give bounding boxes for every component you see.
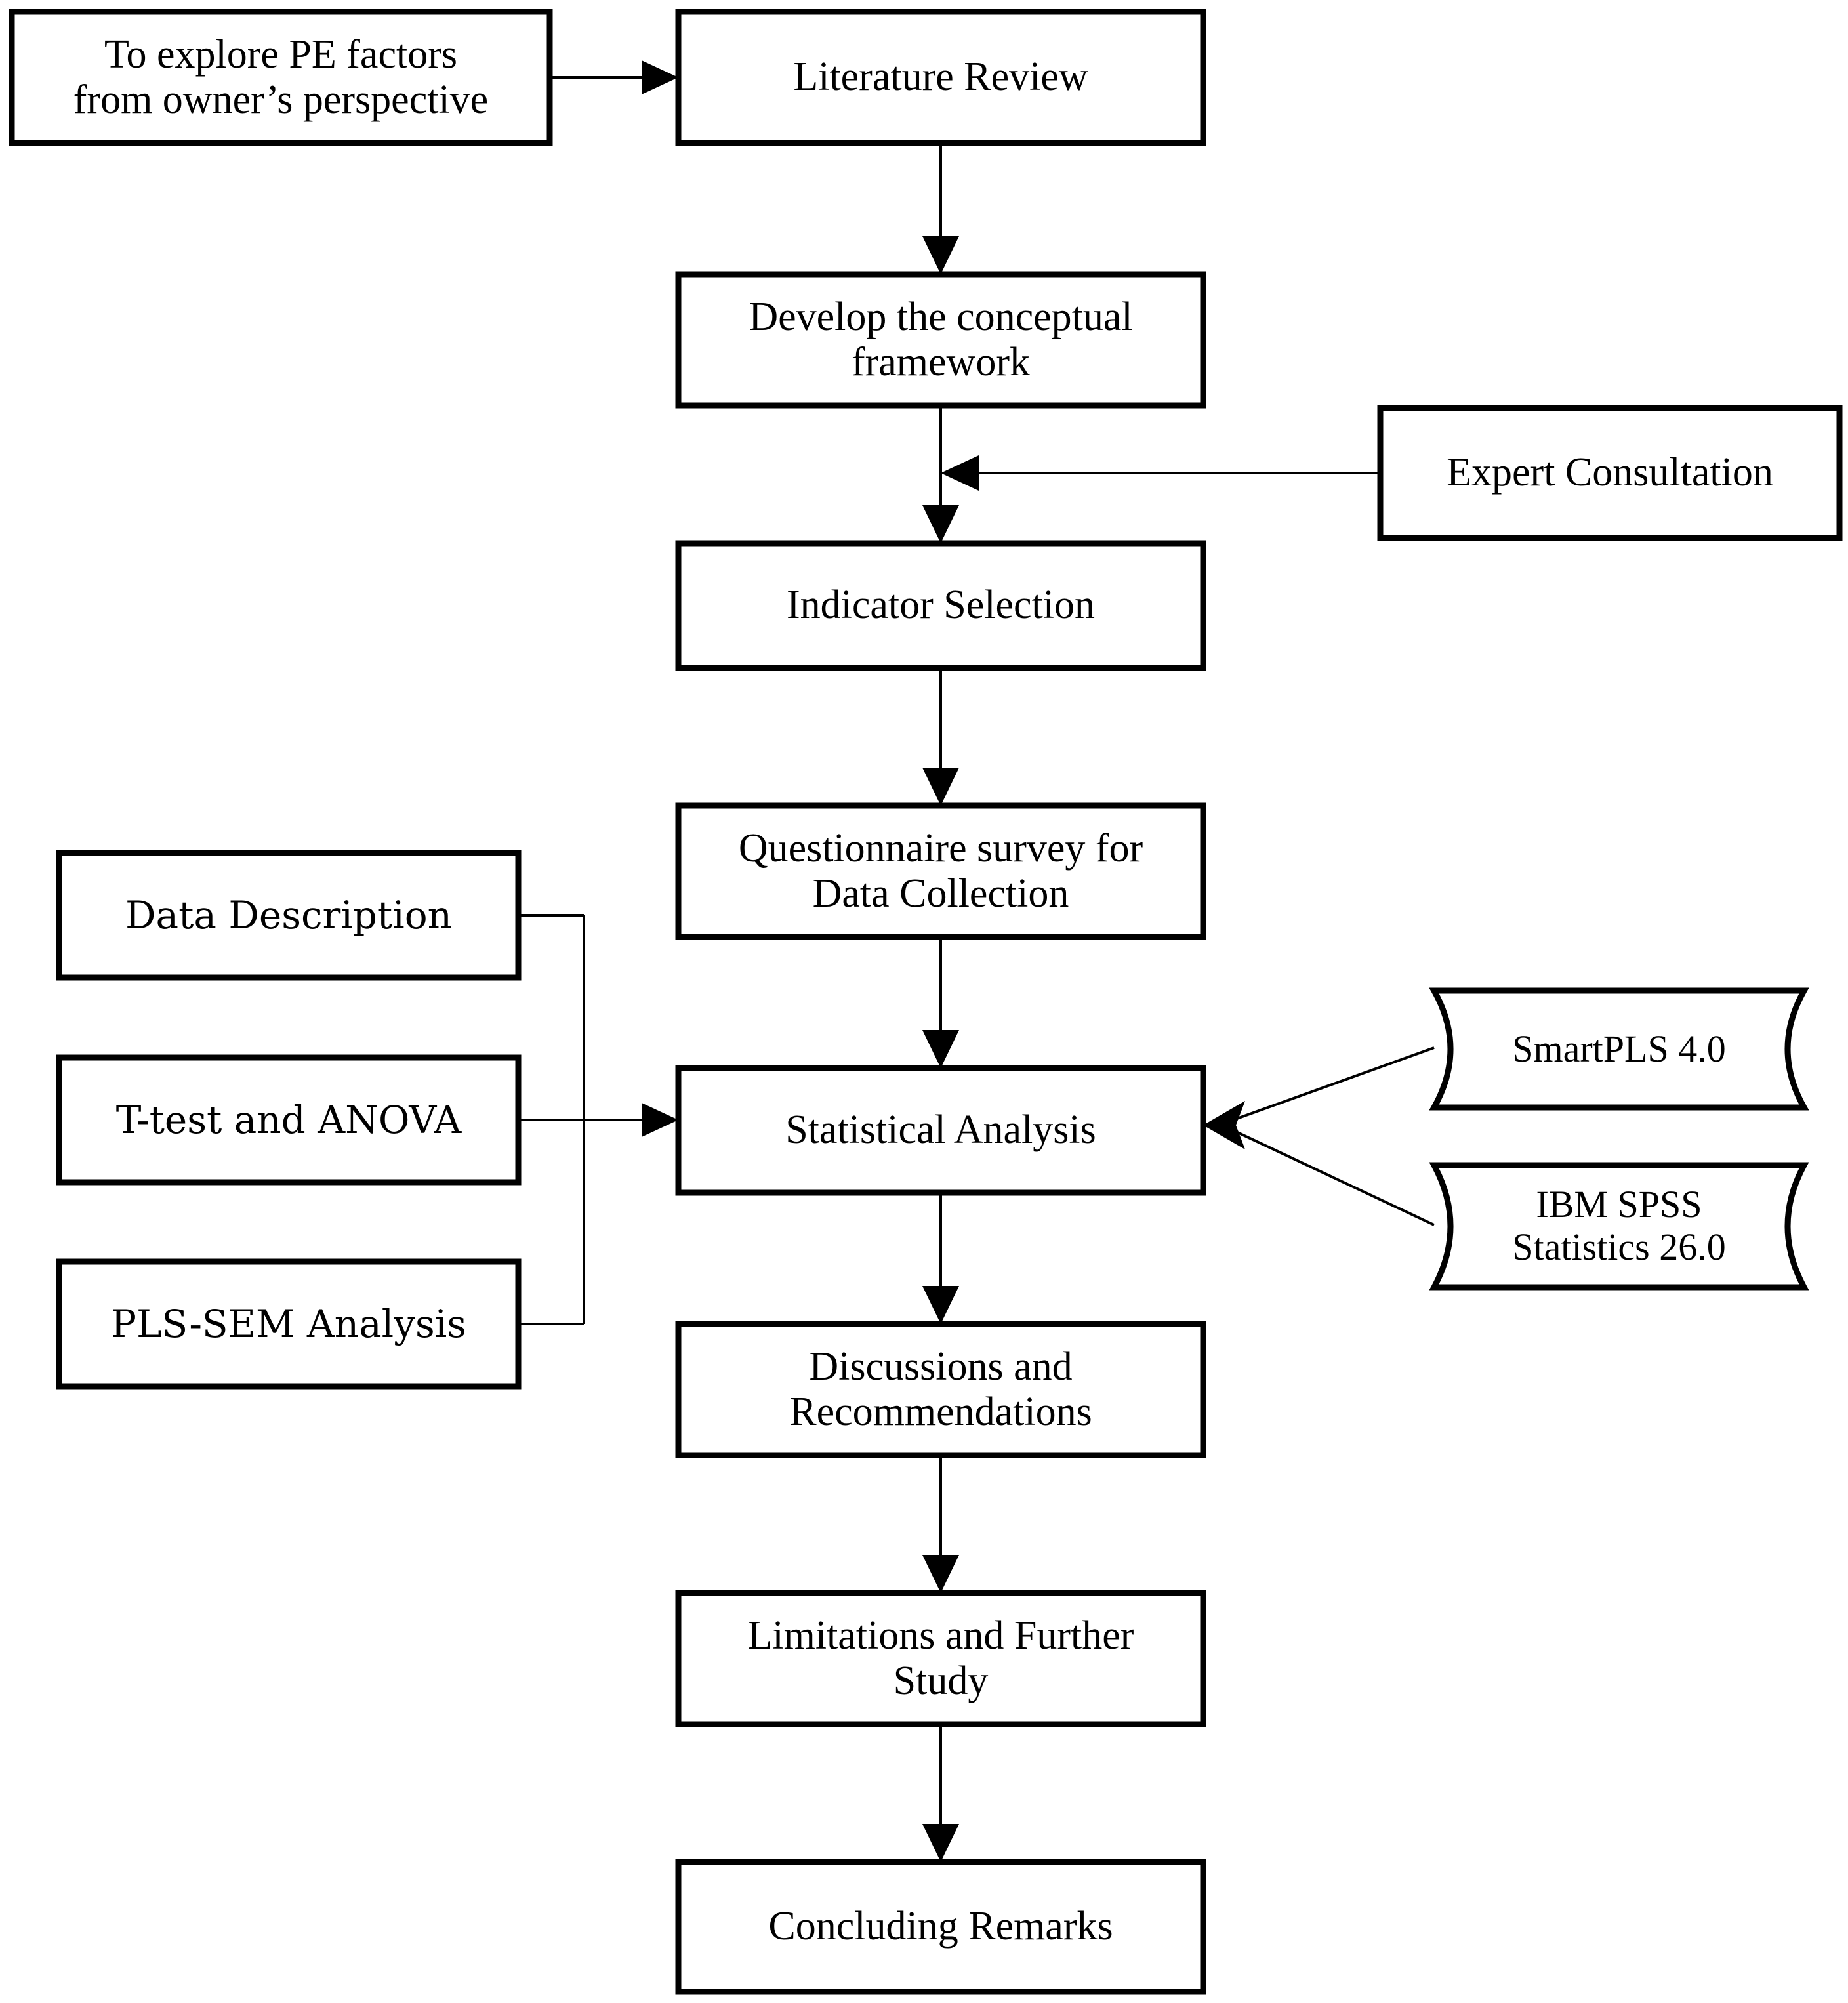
edge-framework-to-indicator [922, 405, 959, 543]
node-t-test-anova[interactable] [56, 1054, 522, 1186]
node-limitations-further-study[interactable] [675, 1590, 1206, 1727]
node-questionnaire-survey[interactable] [675, 802, 1206, 940]
node-literature-review[interactable] [675, 9, 1206, 146]
node-data-description[interactable] [56, 850, 522, 981]
node-pls-sem-analysis[interactable] [56, 1258, 522, 1390]
edge-literature-to-framework [922, 143, 959, 274]
edge-statistical-to-discussions [922, 1193, 959, 1324]
node-expert-consultation[interactable] [1377, 405, 1843, 541]
node-discussions-recommendations[interactable] [675, 1321, 1206, 1458]
node-ibm-spss[interactable] [1429, 1162, 1809, 1291]
node-statistical-analysis[interactable] [675, 1065, 1206, 1196]
node-indicator-selection[interactable] [675, 540, 1206, 671]
edge-discussions-to-limitations [922, 1455, 959, 1593]
node-concluding-remarks[interactable] [675, 1859, 1206, 1995]
node-objective[interactable] [9, 9, 553, 146]
edge-smartpls-to-statistical [1203, 1046, 1435, 1226]
edge-expert-to-framework [941, 455, 1380, 491]
edge-objective-to-literature [550, 60, 678, 94]
edge-questionnaire-to-statistical [922, 937, 959, 1068]
edge-limitations-to-concluding [922, 1724, 959, 1862]
node-smartpls[interactable] [1429, 987, 1809, 1111]
edge-indicator-to-questionnaire [922, 668, 959, 806]
edge-methods-bracket-to-statistical [518, 914, 678, 1325]
node-conceptual-framework[interactable] [675, 271, 1206, 409]
